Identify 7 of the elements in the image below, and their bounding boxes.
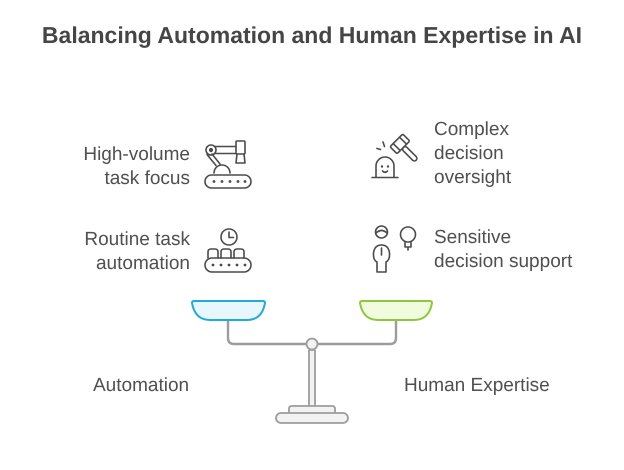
feature-label: Complex decision oversight <box>434 118 512 190</box>
feature-label: High-volume task focus <box>82 143 190 191</box>
diagram-title: Balancing Automation and Human Expertise in AI <box>40 21 584 50</box>
side-label: Human Expertise <box>404 374 550 398</box>
feature-label: Routine task automation <box>83 228 190 276</box>
side-label: Automation <box>93 374 190 398</box>
feature-label: Sensitive decision support <box>434 226 574 274</box>
